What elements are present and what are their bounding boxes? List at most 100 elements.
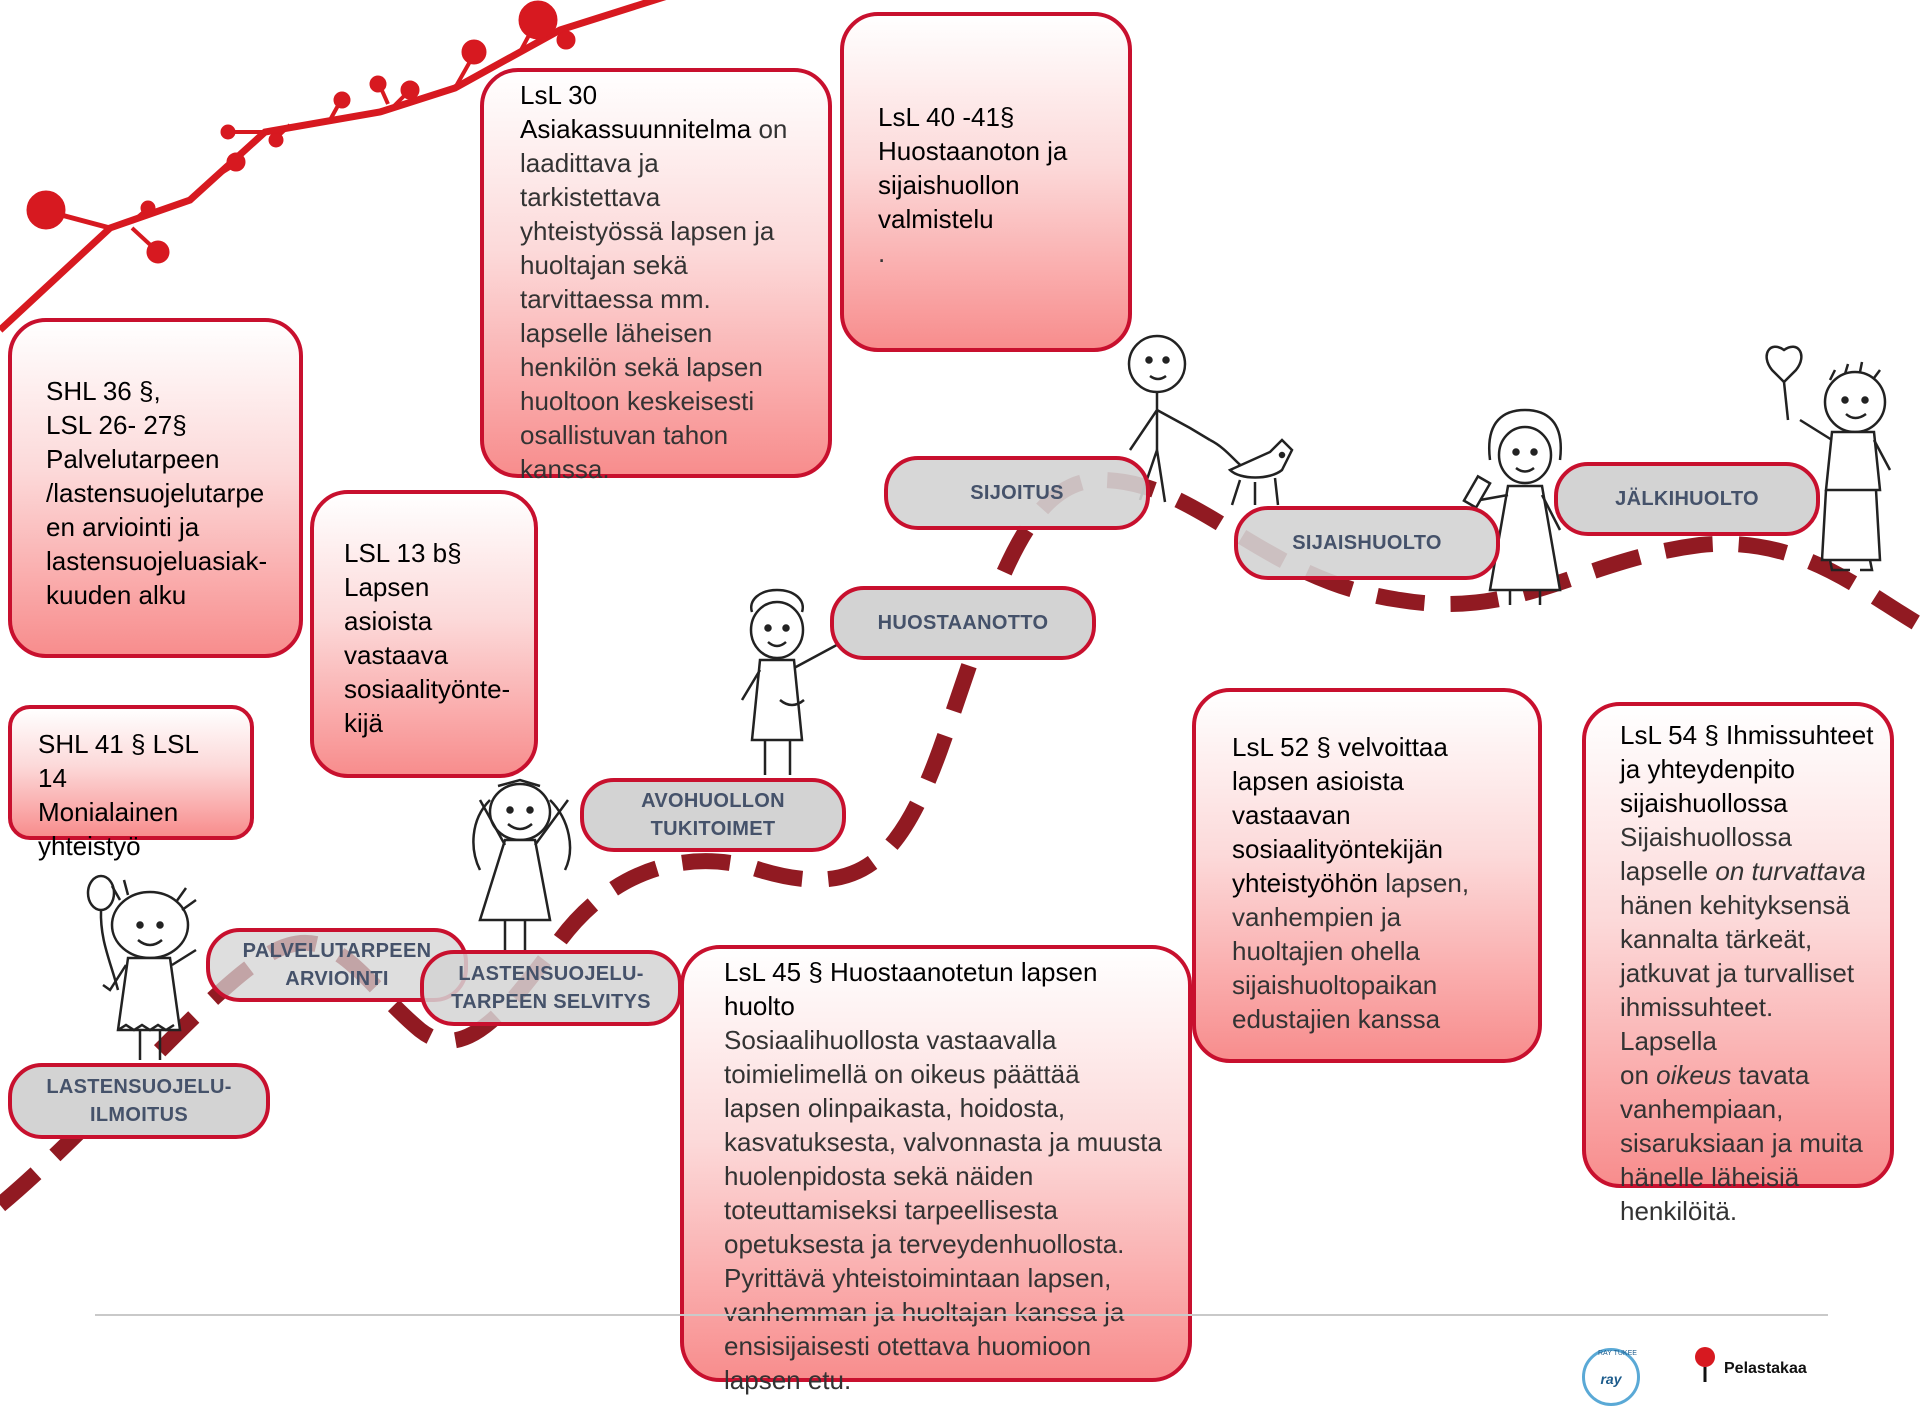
box-lsl13-sosiaalityontekija: LSL 13 b§ Lapsen asioista vastaava sosia…	[310, 490, 538, 778]
box-line: osallistuvan tahon	[520, 420, 729, 450]
box-line: lapselle läheisen	[520, 318, 713, 348]
box-line: huoltajien ohella	[1232, 936, 1420, 966]
red-branch-decoration	[0, 0, 667, 333]
box-line: Huostaanoton ja	[878, 136, 1068, 166]
box-line: Monialainen	[38, 797, 179, 827]
stage-label: PALVELUTARPEEN	[242, 940, 432, 962]
box-line: jatkuvat ja turvalliset	[1620, 958, 1855, 988]
box-line: Pyrittävä yhteistoimintaan lapsen,	[724, 1263, 1112, 1293]
footer-divider	[95, 1314, 1828, 1316]
box-line: Palvelutarpeen	[46, 444, 220, 474]
box-bold-phrase: Asiakassuunnitelma	[520, 114, 752, 144]
box-line: sosiaalityöntekijän	[1232, 834, 1444, 864]
man-with-dog-figure	[1127, 334, 1294, 506]
box-line: Asiakassuunnitelma on	[520, 112, 808, 146]
box-line: lastensuojeluasiak-	[46, 546, 268, 576]
box-italic-text: oikeus	[1656, 1060, 1732, 1090]
pelastakaa-lapset-logo-icon	[1695, 1347, 1715, 1382]
stage-sijoitus: SIJOITUS	[884, 456, 1150, 530]
box-line: ihmissuhteet. Lapsella	[1620, 992, 1774, 1056]
ray-logo-text: ray	[1600, 1371, 1622, 1387]
box-line: vastaavan	[1232, 800, 1351, 830]
box-line: vastaava	[344, 640, 449, 670]
box-line: sosiaalityönte-	[344, 674, 511, 704]
stage-label: AVOHUOLLON	[641, 790, 785, 812]
stage-label: SIJOITUS	[970, 482, 1064, 504]
box-dot: .	[878, 238, 886, 268]
stage-label: LASTENSUOJELU-	[458, 963, 644, 985]
stage-label: SIJAISHUOLTO	[1292, 532, 1442, 554]
box-line: kanssa.	[520, 454, 610, 484]
box-title: LsL 30	[520, 80, 598, 110]
stage-huostaanotto: HUOSTAANOTTO	[830, 586, 1096, 660]
stage-label: ARVIOINTI	[285, 968, 389, 990]
box-line: hänen kehityksensä	[1620, 890, 1850, 920]
stage-sijaishuolto: SIJAISHUOLTO	[1234, 506, 1500, 580]
box-line: LsL 40 -41§	[878, 102, 1015, 132]
box-line: edustajien kanssa	[1232, 1004, 1441, 1034]
box-line: Lapsen	[344, 572, 430, 602]
stage-jalkihuolto: JÄLKIHUOLTO	[1554, 462, 1820, 536]
box-line: vanhempiaan,	[1620, 1094, 1784, 1124]
box-line: on oikeus tavata	[1620, 1058, 1876, 1092]
box-line: SHL 36 §,	[46, 376, 161, 406]
box-text: lapsen,	[1377, 868, 1470, 898]
man-with-heart-figure	[1765, 345, 1892, 572]
box-line: SHL 41 § LSL 14	[38, 729, 198, 793]
box-line: lapsen etu.	[724, 1365, 852, 1395]
box-line: sijaishuollon	[878, 170, 1020, 200]
box-text: on	[751, 114, 788, 144]
box-line: kuuden alku	[46, 580, 187, 610]
box-line: huolto	[724, 991, 795, 1021]
box-line: ja yhteydenpito	[1620, 754, 1795, 784]
box-line: sijaishuollossa	[1620, 788, 1788, 818]
girl-waving-figure	[740, 588, 847, 775]
box-line: kannalta tärkeät,	[1620, 924, 1813, 954]
box-line: LsL 45 § Huostaanotetun lapsen	[724, 957, 1098, 987]
box-line: yhteistyöhön lapsen,	[1232, 866, 1508, 900]
box-line: LSL 26- 27§	[46, 410, 187, 440]
box-bold-phrase: yhteistyöhön	[1232, 868, 1378, 898]
box-text: tavata	[1731, 1060, 1810, 1090]
box-line: Sijaishuollossa	[1620, 822, 1792, 852]
box-line: henkilön sekä lapsen	[520, 352, 763, 382]
box-line: sisaruksiaan ja muita	[1620, 1128, 1863, 1158]
box-line: lapsen olinpaikasta, hoidosta,	[724, 1093, 1066, 1123]
box-line: kasvatuksesta, valvonnasta ja muusta	[724, 1127, 1162, 1157]
box-line: lapsen asioista	[1232, 766, 1404, 796]
stage-lastensuojeluilmoitus: LASTENSUOJELU- ILMOITUS	[8, 1063, 270, 1139]
stage-label: HUOSTAANOTTO	[877, 612, 1049, 634]
box-line: sijaishuoltopaikan	[1232, 970, 1438, 1000]
box-lsl45-huostaanotetun-huolto: LsL 45 § Huostaanotetun lapsen huolto So…	[680, 945, 1192, 1395]
box-line: toimielimellä on oikeus päättää	[724, 1059, 1080, 1089]
box-line: yhteistyö	[38, 831, 141, 861]
box-line: LsL 54 § Ihmissuhteet	[1620, 720, 1874, 750]
box-line: henkilöitä.	[1620, 1196, 1738, 1226]
box-shl41-monialainen: SHL 41 § LSL 14 Monialainen yhteistyö	[8, 705, 254, 861]
box-text: on	[1620, 1060, 1657, 1090]
box-line: LSL 13 b§	[344, 538, 462, 568]
stage-label: ILMOITUS	[90, 1104, 188, 1126]
box-line: huolenpidosta sekä näiden	[724, 1161, 1034, 1191]
stage-label: LASTENSUOJELU-	[46, 1076, 232, 1098]
box-line: huoltoon keskeisesti	[520, 386, 755, 416]
box-line: huoltajan sekä	[520, 250, 688, 280]
woman-with-phone-figure	[1462, 408, 1563, 605]
box-shl36-palvelutarve: SHL 36 §, LSL 26- 27§ Palvelutarpeen /la…	[8, 318, 303, 658]
box-line: vanhempien ja	[1232, 902, 1402, 932]
ray-logo-small-text: RAY TUKEE	[1598, 1350, 1637, 1357]
box-line: hänelle läheisiä	[1620, 1162, 1800, 1192]
box-line: opetuksesta ja terveydenhuollosta.	[724, 1229, 1125, 1259]
box-line: tarvittaessa mm.	[520, 284, 711, 314]
child-with-balloon-figure	[86, 874, 197, 1060]
box-line: toteuttamiseksi tarpeellisesta	[724, 1195, 1058, 1225]
stage-label: JÄLKIHUOLTO	[1615, 488, 1759, 510]
box-line: valmistelu	[878, 204, 994, 234]
girl-arms-up-figure	[472, 778, 572, 950]
box-line: tarkistettava	[520, 182, 661, 212]
stage-label: TARPEEN SELVITYS	[451, 991, 651, 1013]
box-line: ensisijaisesti otettava huomioon	[724, 1331, 1092, 1361]
box-lsl30-asiakassuunnitelma: LsL 30 Asiakassuunnitelma on laadittava …	[480, 68, 832, 484]
